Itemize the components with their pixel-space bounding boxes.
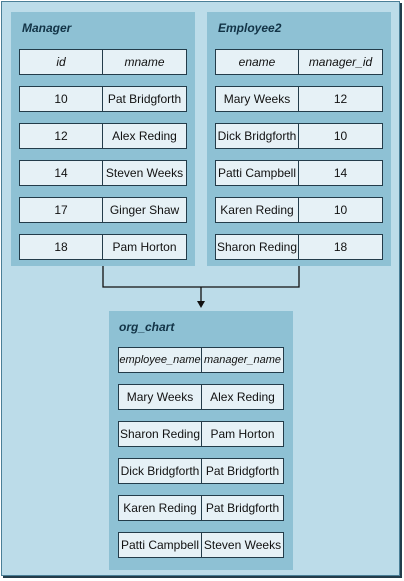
table-row: Karen Reding 10 [215,197,383,223]
table-cell: 10 [298,197,383,223]
arrowhead-icon [197,301,205,308]
table-row: 18 Pam Horton [19,234,187,260]
employee2-table-title: Employee2 [218,21,282,35]
table-cell: 10 [19,86,103,112]
table-row: Mary Weeks 12 [215,86,383,112]
table-cell: Mary Weeks [215,86,299,112]
table-header-row: ename manager_id [215,49,383,75]
table-row: 14 Steven Weeks [19,160,187,186]
column-header-mname: mname [102,49,187,75]
table-row: Dick Bridgforth 10 [215,123,383,149]
table-cell: Dick Bridgforth [118,458,202,484]
table-row: 12 Alex Reding [19,123,187,149]
table-cell: Karen Reding [118,495,202,521]
table-cell: Pam Horton [201,421,284,447]
table-row: 17 Ginger Shaw [19,197,187,223]
table-cell: Mary Weeks [118,384,202,410]
table-cell: 14 [19,160,103,186]
table-row: Patti Campbell 14 [215,160,383,186]
table-cell: Steven Weeks [102,160,187,186]
manager-table-panel: Manager id mname 10 Pat Bridgforth 12 Al… [11,12,195,266]
diagram-frame: Manager id mname 10 Pat Bridgforth 12 Al… [1,1,400,576]
table-cell: 12 [19,123,103,149]
table-cell: Alex Reding [201,384,284,410]
table-cell: Alex Reding [102,123,187,149]
table-header-row: id mname [19,49,187,75]
table-cell: 14 [298,160,383,186]
table-row: Sharon Reding 18 [215,234,383,260]
table-row: 10 Pat Bridgforth [19,86,187,112]
table-header-row: employee_name manager_name [118,347,284,373]
table-row: Sharon Reding Pam Horton [118,421,284,447]
table-row: Mary Weeks Alex Reding [118,384,284,410]
column-header-id: id [19,49,103,75]
table-cell: Pat Bridgforth [201,495,284,521]
table-row: Patti Campbell Steven Weeks [118,532,284,558]
table-cell: 10 [298,123,383,149]
column-header-manager-id: manager_id [298,49,383,75]
org-chart-table-panel: org_chart employee_name manager_name Mar… [109,311,293,570]
table-cell: Pat Bridgforth [102,86,187,112]
connector-line [102,266,300,288]
table-cell: Ginger Shaw [102,197,187,223]
table-cell: Dick Bridgforth [215,123,299,149]
table-row: Dick Bridgforth Pat Bridgforth [118,458,284,484]
table-cell: 12 [298,86,383,112]
join-connector-arrow [102,266,300,308]
table-cell: 18 [19,234,103,260]
table-row: Karen Reding Pat Bridgforth [118,495,284,521]
table-cell: 18 [298,234,383,260]
table-cell: Sharon Reding [118,421,202,447]
table-cell: Pat Bridgforth [201,458,284,484]
table-cell: Steven Weeks [201,532,284,558]
org-chart-table-title: org_chart [119,320,175,334]
column-header-employee-name: employee_name [118,347,202,373]
table-cell: 17 [19,197,103,223]
employee2-table-panel: Employee2 ename manager_id Mary Weeks 12… [207,12,391,266]
table-cell: Patti Campbell [118,532,202,558]
manager-table-title: Manager [22,21,72,35]
column-header-manager-name: manager_name [201,347,284,373]
table-cell: Pam Horton [102,234,187,260]
